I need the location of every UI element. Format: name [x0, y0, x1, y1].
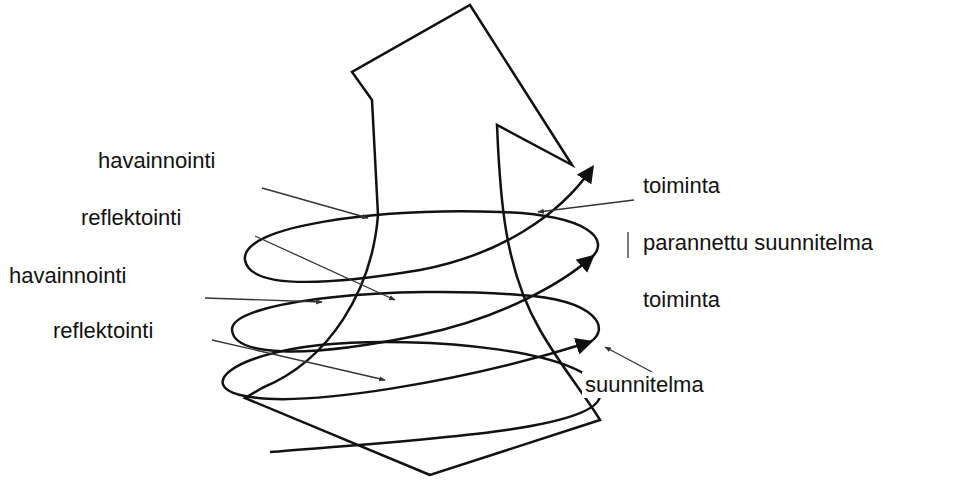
phase-label: toiminta — [640, 173, 723, 199]
phase-label: havainnointi — [95, 148, 218, 174]
phase-label: parannettu suunnitelma — [640, 230, 876, 256]
phase-label: toiminta — [640, 287, 723, 313]
leader-lines — [205, 188, 652, 380]
phase-label: reflektointi — [50, 318, 156, 344]
spiral — [223, 168, 600, 452]
phase-label: reflektointi — [78, 205, 184, 231]
big-arrow — [245, 5, 600, 475]
phase-label: suunnitelma — [582, 372, 707, 398]
phase-label: havainnointi — [6, 263, 129, 289]
